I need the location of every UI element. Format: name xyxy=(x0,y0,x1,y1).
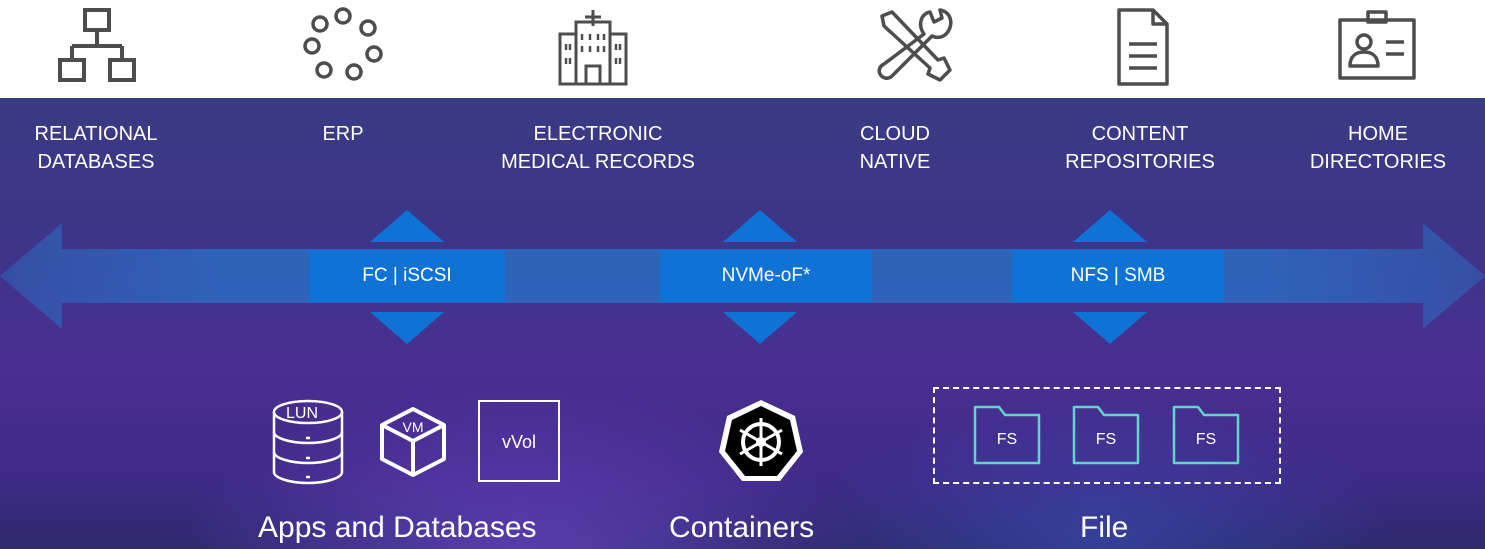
fs-label: FS xyxy=(1195,431,1217,448)
up-arrow-fc xyxy=(370,210,444,242)
wrench-screwdriver-icon xyxy=(868,4,958,90)
id-card-icon xyxy=(1332,4,1422,90)
up-arrow-nvme xyxy=(723,210,797,242)
lun-database-icon: LUN xyxy=(270,398,346,486)
lun-label: LUN xyxy=(286,405,318,422)
workload-label-erp: ERP xyxy=(322,123,364,145)
vvol-box: vVol xyxy=(478,400,560,482)
folder-icon: FS xyxy=(1172,405,1240,465)
folder-icon: FS xyxy=(1072,405,1140,465)
file-systems-group xyxy=(933,387,1281,484)
circle-ring-icon xyxy=(298,4,388,90)
folder-icon: FS xyxy=(973,405,1041,465)
fs-label: FS xyxy=(996,431,1018,448)
vm-cube-icon: VM xyxy=(378,405,448,479)
vm-label: VM xyxy=(403,419,424,435)
group-label-file: File xyxy=(1080,511,1129,544)
protocol-nvme-of: NVMe-oF* xyxy=(660,250,872,302)
kubernetes-icon xyxy=(718,398,804,484)
document-icon xyxy=(1097,4,1187,90)
down-arrow-fc xyxy=(370,312,444,344)
down-arrow-nfs xyxy=(1073,312,1147,344)
protocol-fc-iscsi: FC | iSCSI xyxy=(309,250,505,302)
network-hierarchy-icon xyxy=(52,4,142,90)
up-arrow-nfs xyxy=(1073,210,1147,242)
group-label-containers: Containers xyxy=(669,511,815,544)
icon-band xyxy=(0,0,1485,98)
group-label-apps: Apps and Databases xyxy=(258,511,537,544)
hospital-building-icon xyxy=(548,4,638,90)
fs-label: FS xyxy=(1095,431,1117,448)
protocol-nfs-smb: NFS | SMB xyxy=(1012,250,1224,302)
down-arrow-nvme xyxy=(723,312,797,344)
